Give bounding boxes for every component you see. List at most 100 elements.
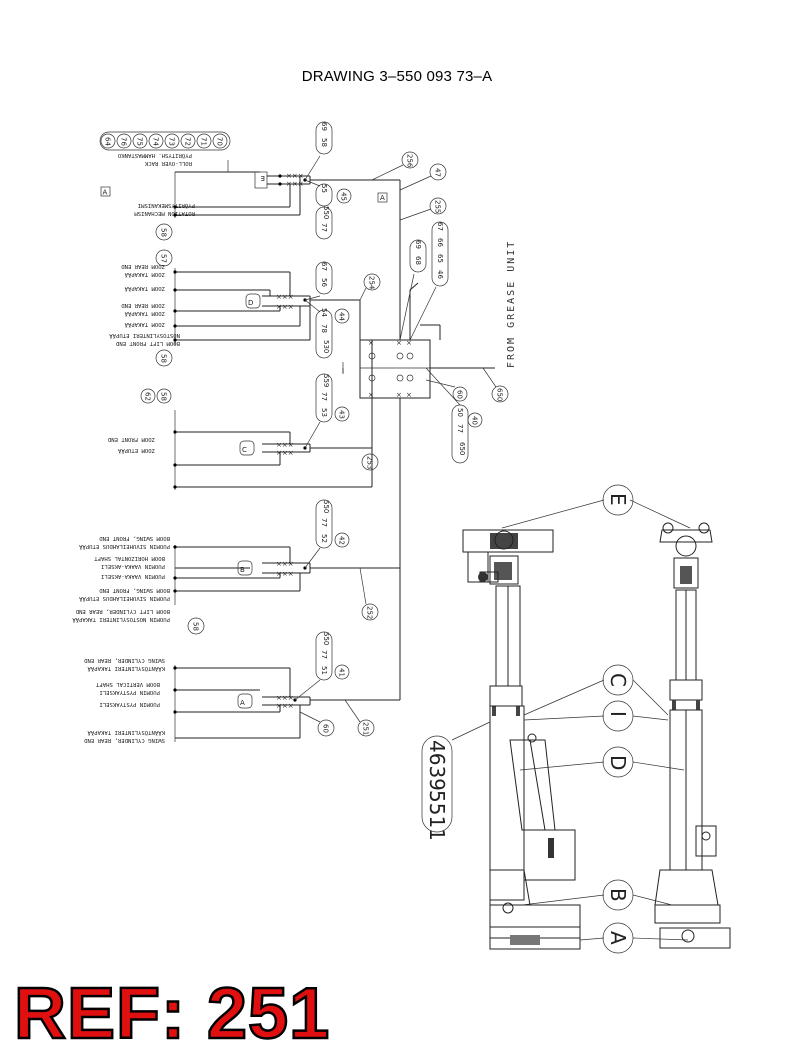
svg-text:52: 52: [320, 534, 328, 543]
callouts-group-5: 550 77 51 41 251 60: [294, 631, 375, 737]
detail-letter-d: D: [606, 755, 630, 770]
svg-text:SWING CYLINDER, REAR END: SWING CYLINDER, REAR END: [84, 737, 165, 743]
svg-text:67: 67: [436, 222, 444, 231]
svg-text:650: 650: [458, 442, 466, 455]
svg-text:44: 44: [338, 312, 346, 321]
svg-text:550: 550: [322, 632, 330, 645]
svg-text:4639: 4639: [425, 740, 449, 791]
svg-text:ZOOM TAKAPÄÄ: ZOOM TAKAPÄÄ: [124, 321, 165, 328]
block-letter: B: [240, 566, 245, 574]
svg-text:42: 42: [338, 536, 346, 545]
hose-group-swing-cylinder: SWING CYLINDER, REAR END KÄÄNTÖSYLINTERI…: [84, 570, 401, 743]
callouts-group-4: 550 77 52 42 252 58: [187, 499, 379, 635]
hose-group-zoom-rear: ZOOM REAR END ZOOM TAKAPÄÄ ZOOM TAKAPÄÄ …: [109, 263, 360, 346]
detail-letter-b: B: [606, 888, 630, 902]
svg-text:67: 67: [320, 262, 328, 271]
svg-text:BOOM VERTICAL SHAFT: BOOM VERTICAL SHAFT: [95, 681, 160, 687]
svg-text:68: 68: [414, 256, 422, 265]
svg-text:530: 530: [322, 340, 330, 353]
svg-text:69: 69: [414, 240, 422, 249]
svg-text:65: 65: [436, 254, 444, 263]
svg-text:ZOOM ETUPÄÄ: ZOOM ETUPÄÄ: [117, 447, 155, 454]
svg-text:78: 78: [320, 324, 328, 333]
svg-text:550: 550: [322, 500, 330, 513]
svg-text:SWING CYLINDER, REAR END: SWING CYLINDER, REAR END: [84, 657, 165, 663]
detail-letter-i: I: [606, 711, 630, 717]
svg-text:PUOMIN PYSTYAKSELI: PUOMIN PYSTYAKSELI: [99, 701, 160, 707]
svg-text:×××: ×××: [286, 180, 304, 188]
svg-text:BOOM HORIZONTAL SHAFT: BOOM HORIZONTAL SHAFT: [94, 555, 165, 561]
svg-text:5511: 5511: [425, 790, 449, 841]
svg-text:×××: ×××: [276, 694, 294, 702]
svg-text:×××: ×××: [276, 449, 294, 457]
svg-text:×××: ×××: [276, 293, 294, 301]
svg-text:76: 76: [120, 137, 128, 146]
valve-block-symbol: [100, 186, 111, 197]
svg-text:58: 58: [192, 622, 200, 631]
svg-text:×××: ×××: [276, 303, 294, 311]
drawing-title: DRAWING 3–550 093 73–A: [301, 68, 493, 85]
svg-text:KÄÄNTÖSYLINTERI TAKAPÄÄ: KÄÄNTÖSYLINTERI TAKAPÄÄ: [87, 729, 165, 736]
svg-text:50: 50: [456, 408, 464, 417]
block-letter: C: [242, 446, 247, 454]
svg-text:73: 73: [168, 137, 176, 146]
svg-text:47: 47: [434, 168, 442, 177]
svg-text:550: 550: [322, 206, 330, 219]
svg-text:PUOMIN VAAKA-AKSELI: PUOMIN VAAKA-AKSELI: [101, 573, 165, 579]
hose-group-rollover: ROLL-OVER RACK PYÖRITYSH. HAMMASTANKO RO…: [100, 152, 400, 218]
svg-text:PUOMIN SIVUHEILAHDUS ETUPÄÄ: PUOMIN SIVUHEILAHDUS ETUPÄÄ: [78, 543, 170, 550]
svg-text:×××: ×××: [276, 441, 294, 449]
svg-text:ZOOM TAKAPÄÄ: ZOOM TAKAPÄÄ: [124, 310, 165, 317]
detail-letter-a: A: [606, 931, 630, 945]
svg-text:45: 45: [340, 192, 348, 201]
block-letter: I: [342, 367, 344, 375]
block-letter: A: [240, 699, 245, 707]
svg-text:PUOMIN NOSTOSYLINTERI TAKAPÄÄ: PUOMIN NOSTOSYLINTERI TAKAPÄÄ: [72, 616, 170, 623]
svg-text:252: 252: [366, 606, 374, 619]
callouts-group-2: 57 58 67 56 54 78 530 44 254: [155, 249, 381, 367]
svg-text:55: 55: [320, 184, 328, 193]
reference-label: REF: 251: [13, 974, 331, 1054]
block-letter: A: [380, 194, 385, 202]
svg-text:58: 58: [160, 228, 168, 237]
svg-text:BOOM SWING, FRONT END: BOOM SWING, FRONT END: [99, 535, 170, 541]
boom-front-view: [654, 522, 731, 949]
svg-text:NOSTOSYLINTERI ETUPÄÄ: NOSTOSYLINTERI ETUPÄÄ: [109, 332, 180, 339]
hose-group-boom-swing: BOOM SWING, FRONT END PUOMIN SIVUHEILAHD…: [72, 535, 400, 623]
svg-text:×××: ×××: [286, 172, 304, 180]
svg-text:254: 254: [368, 276, 376, 290]
svg-text:56: 56: [320, 278, 328, 287]
svg-text:53: 53: [320, 408, 328, 417]
svg-text:ZOOM REAR END: ZOOM REAR END: [121, 302, 165, 308]
svg-text:51: 51: [320, 666, 328, 675]
hose-group-zoom-front: ZOOM FRONT END ZOOM ETUPÄÄ C ××× ×××: [107, 410, 373, 490]
block-letter: D: [248, 299, 253, 307]
svg-text:×: ×: [396, 391, 402, 399]
callouts-central: 69 68 67 66 65 46 60 40 50 77 650 650: [399, 221, 509, 464]
svg-text:54: 54: [320, 308, 328, 317]
svg-text:70: 70: [216, 137, 224, 146]
part-number-capsule: 4639 5511: [421, 735, 453, 841]
svg-text:64: 64: [104, 137, 112, 146]
svg-text:BOOM SWING, FRONT END: BOOM SWING, FRONT END: [99, 587, 170, 593]
svg-text:ZOOM TAKAPÄÄ: ZOOM TAKAPÄÄ: [124, 271, 165, 278]
svg-text:ZOOM REAR END: ZOOM REAR END: [121, 263, 165, 269]
svg-text:75: 75: [136, 137, 144, 146]
svg-text:41: 41: [338, 668, 346, 677]
svg-text:62: 62: [144, 392, 152, 401]
svg-text:×××: ×××: [276, 560, 294, 568]
svg-text:60: 60: [322, 724, 330, 733]
svg-text:77: 77: [320, 650, 328, 659]
svg-text:74: 74: [152, 137, 160, 146]
block-letter: E: [261, 174, 265, 182]
from-grease-unit-label: FROM GREASE UNIT: [506, 240, 517, 368]
svg-text:KÄÄNTÖSYLINTERI TAKAPÄÄ: KÄÄNTÖSYLINTERI TAKAPÄÄ: [87, 665, 165, 672]
svg-text:77: 77: [456, 424, 464, 433]
svg-text:ZOOM FRONT END: ZOOM FRONT END: [107, 436, 155, 442]
detail-letter-c: C: [606, 673, 630, 687]
svg-text:BOOM LIFT CYLINDER, REAR END: BOOM LIFT CYLINDER, REAR END: [75, 608, 170, 614]
svg-text:77: 77: [320, 518, 328, 527]
svg-text:57: 57: [160, 254, 168, 263]
svg-text:559: 559: [322, 374, 330, 387]
svg-text:72: 72: [184, 137, 192, 146]
